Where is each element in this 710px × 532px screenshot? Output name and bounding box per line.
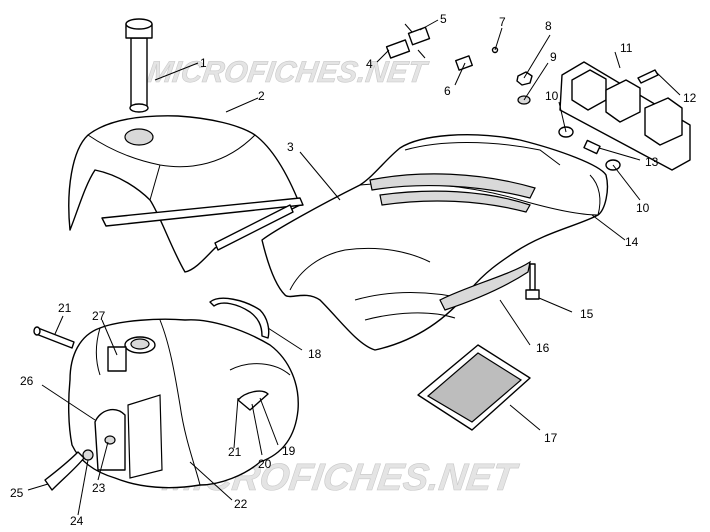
callout-8: 8 [545,19,552,33]
callout-10b: 10 [636,201,650,215]
part-taillight-bracket [559,61,691,171]
callout-9: 9 [550,50,557,64]
part-plates [385,23,431,59]
callout-10a: 10 [545,89,559,103]
callout-13: 13 [645,155,659,169]
callout-labels: 1 2 3 4 5 6 7 8 9 10 10 11 12 13 14 15 1… [10,12,697,528]
callout-20: 20 [258,457,272,471]
callout-14: 14 [625,235,639,249]
callout-15: 15 [580,307,594,321]
part-filler-neck [125,18,153,113]
callout-4: 4 [366,57,373,71]
part-seat-base [439,260,531,311]
callout-25: 25 [10,486,24,500]
callout-19: 19 [282,444,296,458]
part-bolt-15 [525,263,540,300]
callout-16: 16 [536,341,550,355]
callout-22: 22 [234,497,248,511]
part-foam-pad [417,344,531,431]
watermark-top: MICROFICHES.NET [145,56,430,89]
part-drain-hose [44,449,94,491]
callout-18: 18 [308,347,322,361]
part-fasteners-top [455,46,533,105]
callout-21a: 21 [58,301,72,315]
part-strap [209,297,270,339]
leader-lines [27,19,681,516]
callout-24: 24 [70,514,84,528]
callout-6: 6 [444,84,451,98]
callout-12: 12 [683,91,697,105]
callout-23: 23 [92,481,106,495]
callout-7: 7 [499,15,506,29]
callout-3: 3 [287,140,294,154]
callout-26: 26 [20,374,34,388]
part-seat [261,134,609,351]
callout-27: 27 [92,309,106,323]
callout-2: 2 [258,89,265,103]
callout-17: 17 [544,431,558,445]
callout-21b: 21 [228,445,242,459]
part-hose-21 [33,326,75,349]
callout-1: 1 [200,56,207,70]
callout-11: 11 [620,41,633,55]
part-screw-12 [637,69,659,84]
part-tank-cover [68,115,304,273]
callout-5: 5 [440,12,447,26]
